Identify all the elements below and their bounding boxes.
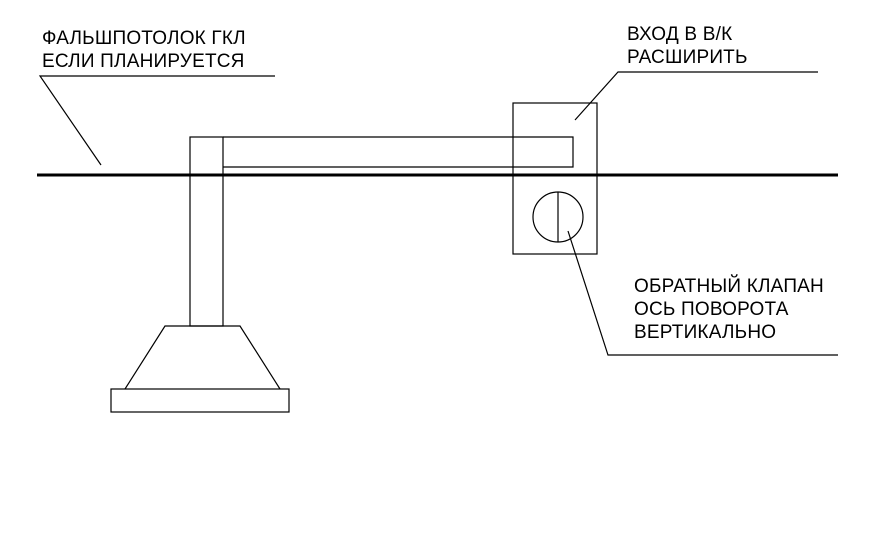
hood-body [124,325,281,390]
inlet-label-line-2: РАСШИРИТЬ [627,47,748,68]
ceiling-label-line-2: ЕСЛИ ПЛАНИРУЕТСЯ [42,51,245,72]
hood-base [110,388,290,413]
leader-ceiling [38,75,275,166]
horizontal-duct [223,136,574,168]
ceiling-label-line-1: ФАЛЬШПОТОЛОК ГКЛ [42,28,246,49]
shaft-inlet-box [512,102,598,255]
leader-valve [567,230,838,356]
vertical-duct [189,136,224,327]
valve-label-line-3: ВЕРТИКАЛЬНО [634,322,777,343]
inlet-label-line-1: ВХОД В В/К [627,24,733,45]
valve-label-line-2: ОСЬ ПОВОРОТА [634,299,789,320]
leader-inlet [574,71,818,121]
valve-label-line-1: ОБРАТНЫЙ КЛАПАН [634,276,824,297]
